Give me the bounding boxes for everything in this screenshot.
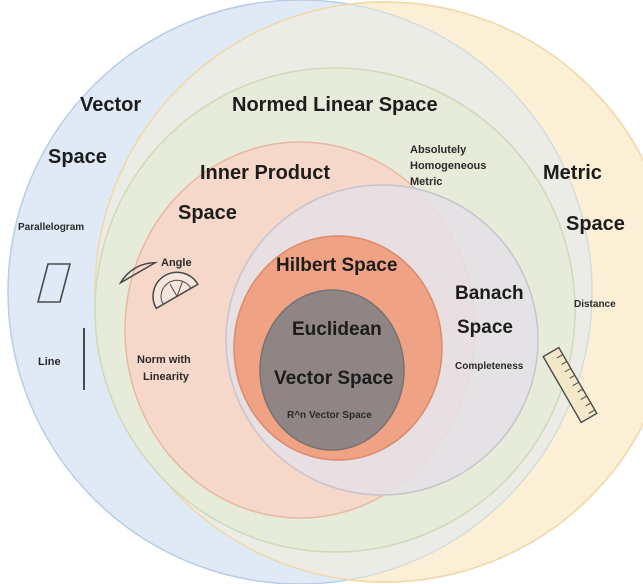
protractor-icon	[118, 261, 199, 310]
parallelogram-label: Parallelogram	[18, 222, 85, 233]
absolutely-homogeneous-line2: Homogeneous	[410, 160, 487, 172]
hilbert-space-title: Hilbert Space	[276, 255, 398, 276]
completeness-label: Completeness	[455, 361, 524, 372]
angle-label: Angle	[161, 257, 192, 269]
line-label: Line	[38, 356, 61, 368]
parallelogram-icon	[36, 263, 72, 303]
banach-space-title-line1: Banach	[455, 283, 524, 304]
euclidean-vector-space-region	[259, 289, 405, 451]
absolutely-homogeneous-line3: Metric	[410, 176, 443, 188]
distance-label: Distance	[574, 299, 616, 310]
norm-with-linearity-line2: Linearity	[143, 371, 189, 383]
inner-product-space-title-line1: Inner Product	[200, 162, 331, 184]
banach-space-title-line2: Space	[457, 317, 513, 338]
normed-linear-space-title: Normed Linear Space	[232, 94, 438, 116]
metric-space-title-line2: Space	[566, 213, 625, 235]
euclidean-title-line1: Euclidean	[292, 319, 382, 340]
absolutely-homogeneous-line1: Absolutely	[410, 144, 467, 156]
inner-product-space-title-line2: Space	[178, 202, 237, 224]
euclidean-title-line2: Vector Space	[274, 368, 394, 389]
ruler-icon	[542, 346, 598, 424]
norm-with-linearity-line1: Norm with	[137, 354, 191, 366]
vector-space-title-line1: Vector	[80, 94, 142, 116]
euclidean-subtitle: R^n Vector Space	[287, 410, 372, 421]
metric-space-title-line1: Metric	[543, 162, 602, 184]
vector-space-title-line2: Space	[48, 146, 107, 168]
